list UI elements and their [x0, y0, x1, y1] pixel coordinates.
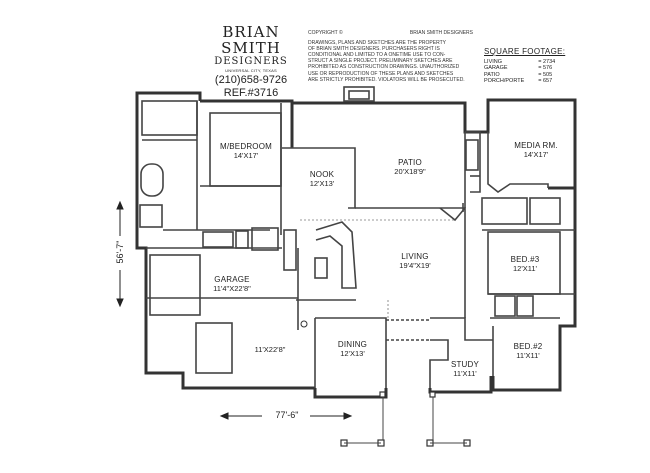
- room-name: BED.#2: [513, 342, 543, 351]
- square-footage-title: SQUARE FOOTAGE:: [484, 47, 566, 56]
- table-row: GARAGE = 576: [484, 65, 555, 71]
- copyright-line: PROHIBITED AS CONSTRUCTION DRAWINGS. UNA…: [308, 64, 460, 71]
- sf-label: LIVING: [484, 59, 503, 65]
- room-garage: GARAGE 11'4"X22'8": [200, 275, 264, 293]
- room-name: DINING: [337, 340, 368, 349]
- room-size: 12'X11': [513, 264, 537, 273]
- brand-location: UNIVERSAL CITY, TEXAS: [225, 68, 277, 73]
- room-name: STUDY: [450, 360, 480, 369]
- room-study: STUDY 11'X11': [440, 360, 490, 378]
- copyright-line: USE OR REPRODUCTION OF THESE PLANS AND S…: [308, 70, 454, 77]
- copyright-holder: BRIAN SMITH DESIGNERS: [409, 30, 473, 36]
- room-size: 14'X17': [233, 151, 259, 160]
- room-size: 12'X13': [309, 179, 335, 188]
- overall-width-dimension: 77'-6": [275, 410, 299, 420]
- sf-label: PATIO: [484, 71, 500, 78]
- room-size: 19'4"X19': [399, 261, 431, 270]
- room-size: 11'X11': [516, 351, 540, 360]
- overall-depth-dimension: 56'-7": [115, 240, 125, 264]
- sf-value: = 576: [538, 65, 553, 72]
- room-size: 11'4"X22'8": [213, 284, 251, 293]
- sf-label: GARAGE: [484, 65, 508, 72]
- copyright-notice: COPYRIGHT © BRIAN SMITH DESIGNERS DRAWIN…: [308, 30, 473, 83]
- table-row: LIVING = 2734: [484, 59, 555, 65]
- sf-value: = 2734: [538, 59, 556, 65]
- sf-value: = 657: [538, 78, 553, 85]
- room-name: GARAGE: [214, 275, 250, 284]
- room-size: 14'X17': [523, 150, 549, 159]
- room-dining: DINING 12'X13': [325, 340, 380, 358]
- sf-label: PORCH/PORTE: [484, 78, 525, 85]
- brand-ref: REF.#3716: [223, 87, 279, 99]
- copyright-line: ARE STRICTLY PROHIBITED. VIOLATORS WILL …: [308, 76, 465, 83]
- room-name: LIVING: [401, 252, 429, 261]
- room-living: LIVING 19'4"X19': [382, 252, 448, 270]
- room-media: MEDIA RM. 14'X17': [502, 141, 570, 159]
- room-name: PATIO: [398, 158, 422, 167]
- room-name: NOOK: [309, 170, 335, 179]
- copyright-label: COPYRIGHT ©: [308, 30, 343, 36]
- room-master-bedroom: M/BEDROOM 14'X17': [210, 142, 282, 160]
- porch-columns: [340, 391, 471, 447]
- brand-phone: (210)658-9726: [214, 74, 288, 86]
- porch-lines: [344, 397, 467, 444]
- interior-walls: [139, 86, 575, 388]
- room-size: 11'X22'8": [254, 345, 286, 354]
- meter-symbol: [300, 320, 308, 328]
- room-garage-bay: 11'X22'8": [240, 345, 300, 354]
- hidden-lines: [300, 219, 455, 318]
- room-name: BED.#3: [510, 255, 540, 264]
- room-bed-2: BED.#2 11'X11': [503, 342, 553, 360]
- brand-name: BRIAN SMITH: [221, 23, 281, 57]
- copyright-line: OF BRIAN SMITH DESIGNERS. PURCHASERS RIG…: [308, 46, 440, 53]
- room-size: 20'X18'9": [394, 167, 426, 176]
- table-row: PATIO = 505: [484, 72, 555, 78]
- room-size: 12'X13': [340, 349, 365, 358]
- copyright-line: STRUCT A SINGLE PROJECT. PRELIMINARY SKE…: [308, 58, 453, 65]
- room-size: 11'X11': [453, 369, 477, 378]
- room-bed-3: BED.#3 12'X11': [500, 255, 550, 273]
- table-row: PORCH/PORTE = 657: [484, 78, 555, 84]
- brand-sub: DESIGNERS: [214, 56, 288, 67]
- room-nook: NOOK 12'X13': [297, 170, 347, 188]
- dimension-lines: [116, 200, 353, 420]
- copyright-line: DRAWINGS, PLANS AND SKETCHES ARE THE PRO…: [308, 40, 446, 47]
- room-patio: PATIO 20'X18'9": [380, 158, 440, 176]
- sf-value: = 505: [538, 71, 553, 78]
- copyright-line: CONDITIONAL AND LIMITED TO A ONETIME USE…: [308, 52, 446, 59]
- room-name: MEDIA RM.: [514, 141, 558, 150]
- designer-brand: BRIAN SMITH DESIGNERS UNIVERSAL CITY, TE…: [196, 24, 306, 100]
- square-footage-table: SQUARE FOOTAGE: LIVING = 2734 GARAGE = 576…: [484, 47, 590, 85]
- square-footage-rows: LIVING = 2734 GARAGE = 576 PATIO = 505 PORC…: [484, 59, 555, 85]
- room-name: M/BEDROOM: [219, 142, 273, 151]
